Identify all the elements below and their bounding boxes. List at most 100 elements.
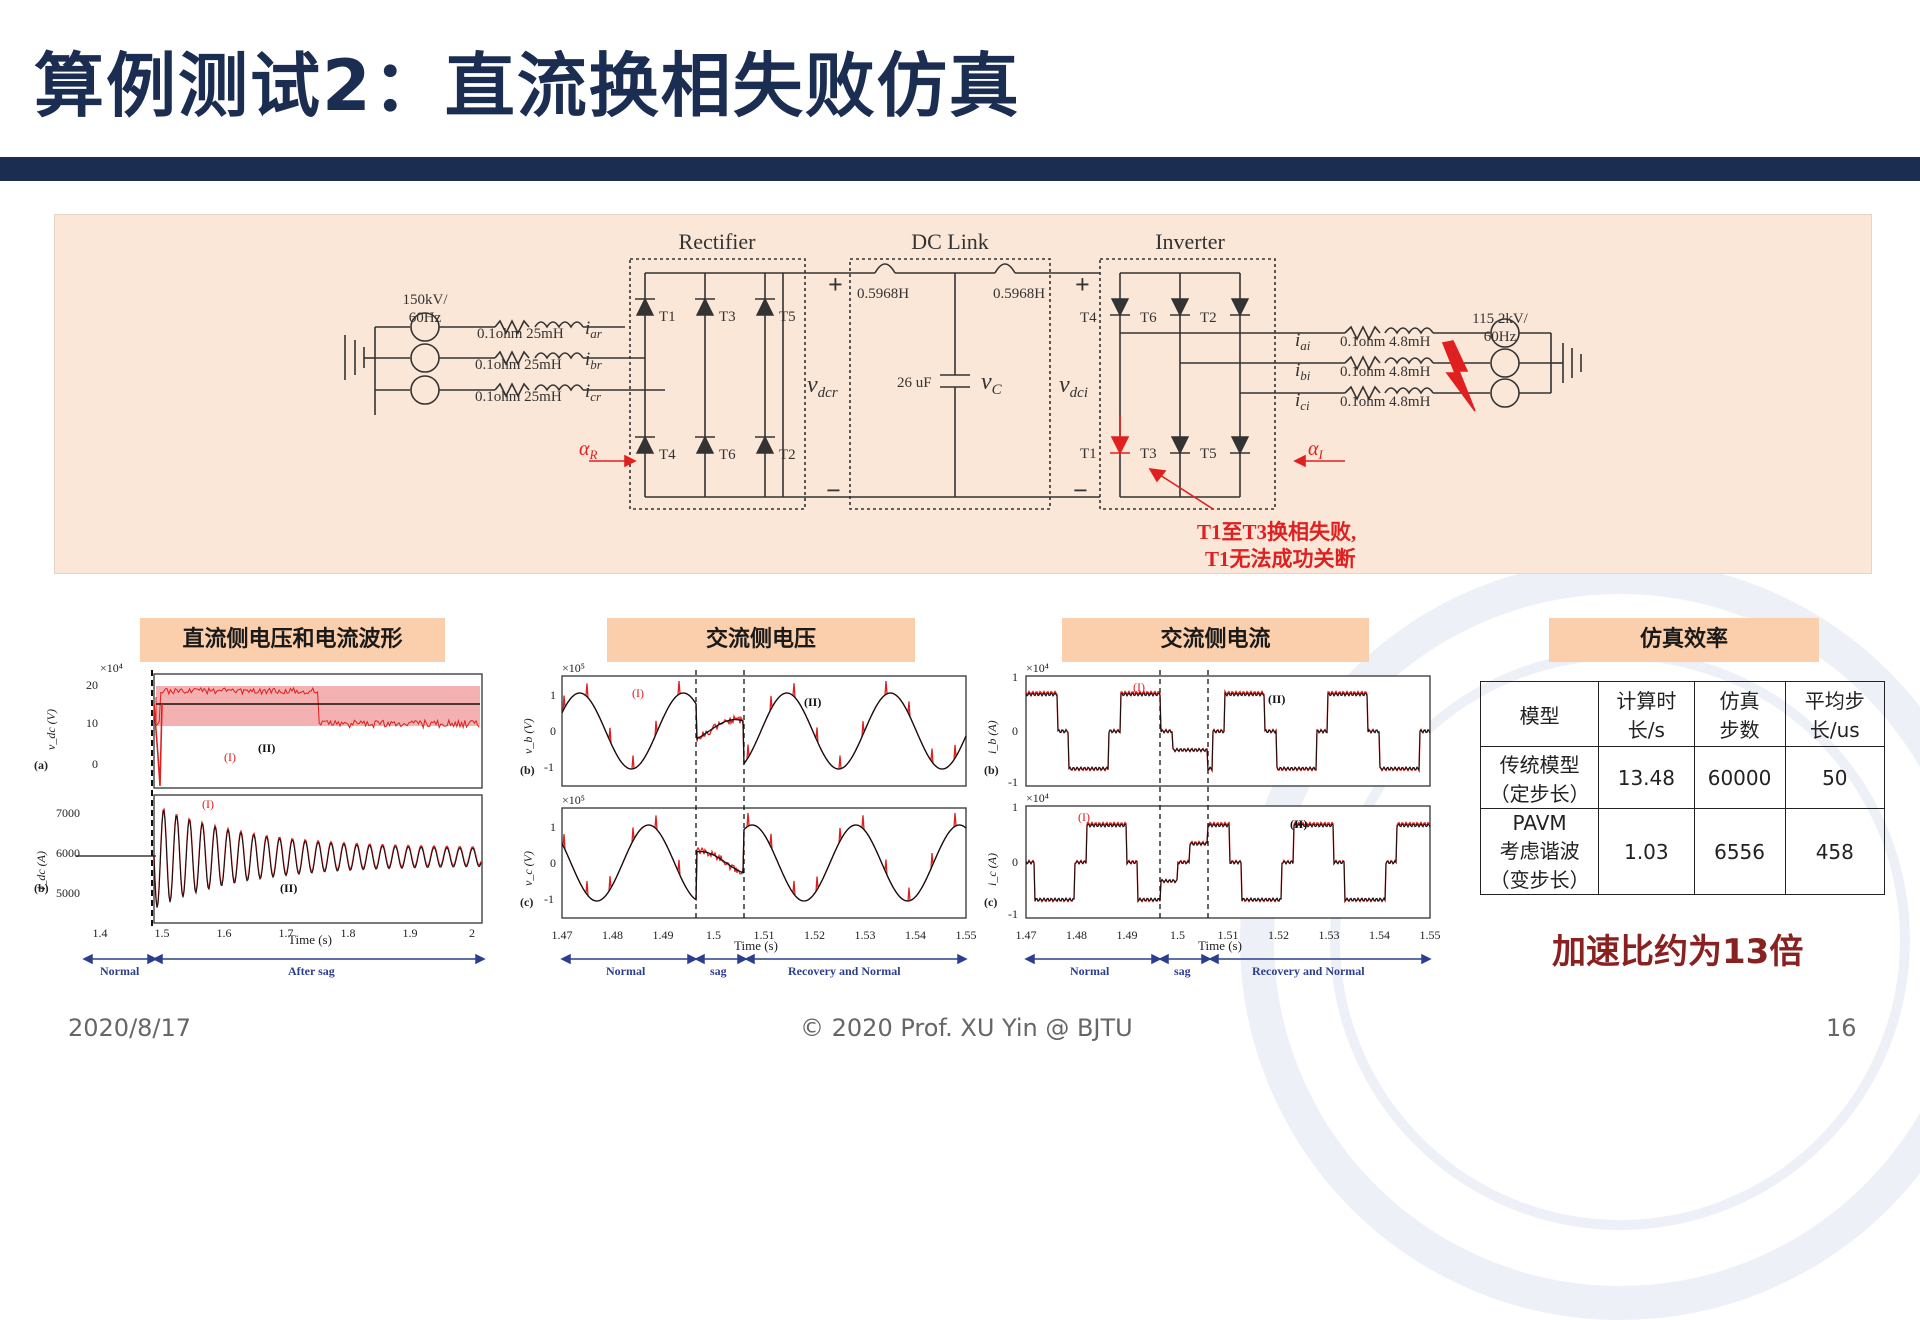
acv-panel-c-label: (c) (520, 895, 533, 909)
inv-t3: T3 (1140, 446, 1157, 462)
table-row: 传统模型（定步长） 13.48 60000 50 (1481, 747, 1885, 809)
dc-phase-normal: Normal (100, 964, 140, 978)
aci-scale-top: ×10⁴ (1026, 661, 1049, 675)
dc-x-tick-label: 1.5 (155, 926, 170, 940)
svg-text:icr: icr (585, 381, 602, 404)
acv-mark-i: (I) (632, 686, 644, 700)
dc-xlabel: Time (s) (288, 932, 332, 947)
aci-ylabel-b: i_b (A) (985, 720, 999, 754)
vdcr-label: v (807, 372, 818, 398)
dc-scale-label: ×10⁴ (100, 661, 123, 675)
footer-page-number: 16 (1826, 1014, 1857, 1042)
acv-phase-recovery: Recovery and Normal (788, 964, 901, 978)
acv-mark-ii: (II) (804, 695, 821, 709)
aci-phase-recovery: Recovery and Normal (1252, 964, 1365, 978)
aci-mark-ii-top: (II) (1268, 692, 1285, 706)
table-row: PAVM考虑谐波（变步长） 1.03 6556 458 (1481, 809, 1885, 895)
circuit-svg: Rectifier DC Link Inverter 150kV/ 60Hz 1… (55, 215, 1871, 573)
svg-text:αR: αR (579, 438, 598, 462)
aci-x-tick-label: 1.53 (1319, 928, 1340, 942)
rect-minus: − (826, 476, 841, 505)
vc-label: v (981, 369, 992, 395)
rectifier-label: Rectifier (679, 229, 757, 254)
dc-ytick-a-mid: 10 (86, 716, 98, 730)
hvdc-circuit-diagram: Rectifier DC Link Inverter 150kV/ 60Hz 1… (54, 214, 1872, 574)
dc-x-tick-label: 1.8 (341, 926, 356, 940)
slide-title: 算例测试2：直流换相失败仿真 (34, 30, 1021, 131)
aci-x-tick-label: 1.52 (1268, 928, 1289, 942)
table-header-cell: 模型 (1481, 682, 1599, 747)
acv-phase-sag: sag (710, 964, 727, 978)
table-cell: 传统模型（定步长） (1481, 747, 1599, 809)
alpha-i-label: α (1308, 438, 1319, 460)
source-right-line1: 115.2kV/ (1472, 311, 1529, 327)
dc-ytick-b-top: 7000 (56, 806, 80, 820)
svg-text:vC: vC (981, 369, 1003, 398)
table-header-cell: 仿真步数 (1694, 682, 1785, 747)
acv-ytick-c-1: 1 (550, 820, 556, 834)
acv-x-tick-label: 1.52 (804, 928, 825, 942)
alpha-r-sub: R (589, 447, 598, 462)
current-bi-sub: bi (1300, 368, 1311, 383)
dc-mark-i-bot: (I) (202, 797, 214, 811)
aci-x-tick-label: 1.47 (1016, 928, 1037, 942)
source-left-line2: 60Hz (409, 310, 442, 326)
acv-x-tick-label: 1.47 (552, 928, 573, 942)
section-header-efficiency: 仿真效率 (1549, 618, 1819, 662)
acv-scale-top: ×10⁵ (562, 661, 585, 675)
dc-inductor-right: 0.5968H (993, 286, 1045, 302)
inv-t1: T1 (1080, 446, 1097, 462)
aci-ytick-b-m1: -1 (1008, 775, 1018, 789)
acv-ylabel-b: v_b (V) (521, 718, 535, 754)
acv-xlabel: Time (s) (734, 938, 778, 953)
impedance-left-a: 0.1ohm 25mH (477, 326, 564, 342)
inv-t5: T5 (1200, 446, 1217, 462)
dc-plot-svg: ×10⁴ 20 10 0 7000 6000 5000 v_dc (V) i_d… (30, 660, 490, 980)
section-header-dc: 直流侧电压和电流波形 (140, 618, 445, 662)
dc-panel-a-label: (a) (34, 758, 48, 772)
rect-t3: T3 (719, 309, 736, 325)
acv-x-tick-label: 1.53 (855, 928, 876, 942)
current-ai-sub: ai (1300, 338, 1311, 353)
dc-mark-i-top: (I) (224, 750, 236, 764)
dc-ylabel-a: v_dc (V) (44, 709, 58, 750)
footer-date: 2020/8/17 (68, 1014, 191, 1042)
impedance-right-c: 0.1ohm 4.8mH (1340, 394, 1431, 410)
alpha-i-sub: I (1318, 447, 1324, 462)
acv-panel-b-label: (b) (520, 763, 535, 777)
aci-ytick-c-m1: -1 (1008, 907, 1018, 921)
table-header-row: 模型 计算时长/s 仿真步数 平均步长/us (1481, 682, 1885, 747)
section-header-ac-current: 交流侧电流 (1062, 618, 1369, 662)
acv-x-tick-label: 1.5 (706, 928, 721, 942)
fault-note-line2: T1无法成功关断 (1205, 547, 1356, 571)
dc-x-tick-label: 1.6 (217, 926, 232, 940)
dc-link-label: DC Link (911, 229, 989, 254)
aci-x-tick-label: 1.54 (1369, 928, 1390, 942)
inv-t6: T6 (1140, 310, 1157, 326)
aci-panel-b-label: (b) (984, 763, 999, 777)
impedance-left-b: 0.1ohm 25mH (475, 357, 562, 373)
ac-current-plot: ×10⁴ ×10⁴ 1 0 -1 1 0 -1 i_b (A) i_c (A) … (982, 660, 1442, 980)
aci-mark-i-top: (I) (1133, 680, 1145, 694)
table-cell: 60000 (1694, 747, 1785, 809)
aci-phase-sag: sag (1174, 964, 1191, 978)
dc-ytick-b-bot: 5000 (56, 886, 80, 900)
rect-plus: + (828, 270, 843, 299)
capacitor-label: 26 uF (897, 375, 932, 391)
svg-text:vdci: vdci (1059, 372, 1088, 401)
inv-t2: T2 (1200, 310, 1217, 326)
vdcr-subscript: dcr (818, 385, 838, 401)
impedance-left-c: 0.1ohm 25mH (475, 389, 562, 405)
current-ar-sub: ar (590, 326, 603, 341)
aci-mark-ii-bot: (II) (1290, 817, 1307, 831)
footer-copyright: © 2020 Prof. XU Yin @ BJTU (800, 1014, 1133, 1042)
acv-x-tick-label: 1.49 (653, 928, 674, 942)
dc-mark-ii-top: (II) (258, 741, 275, 755)
dc-mark-ii-bot: (II) (280, 881, 297, 895)
aci-ylabel-c: i_c (A) (985, 853, 999, 886)
dc-voltage-band (156, 686, 480, 726)
rect-t5: T5 (779, 309, 796, 325)
impedance-right-a: 0.1ohm 4.8mH (1340, 334, 1431, 350)
svg-text:ibr: ibr (585, 349, 603, 372)
aci-mark-i-bot: (I) (1078, 810, 1090, 824)
